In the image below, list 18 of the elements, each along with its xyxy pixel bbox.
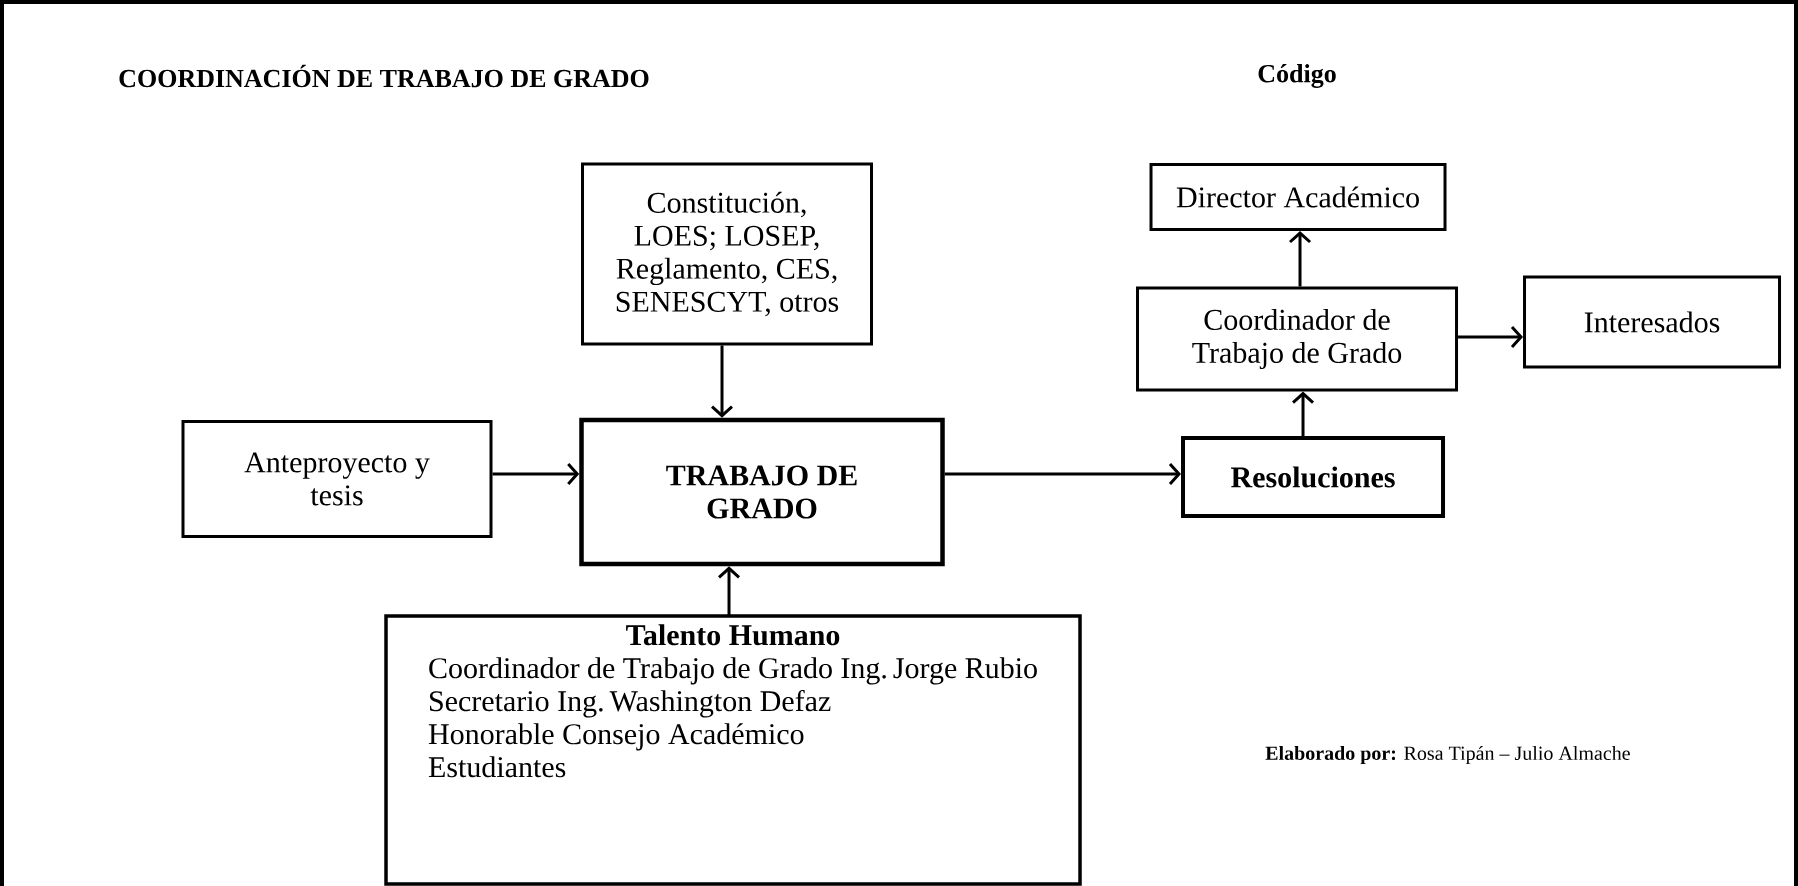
process-box: TRABAJO DE GRADO [579,417,945,567]
process-box: Constitución, LOES; LOSEP, Reglamento, CES, SENESCYT, otros [581,162,873,346]
arrow [492,463,580,485]
process-box: Director Académico [1149,163,1447,231]
code-label: Código [1258,64,1336,88]
arrow [1458,326,1523,348]
process-box: Anteproyecto y tesis [181,420,493,538]
process-box: Coordinador de Trabajo de Grado [1136,286,1458,392]
process-box: Resoluciones [1181,436,1445,518]
arrow [718,566,740,616]
arrow [944,463,1181,485]
arrow [1289,231,1312,287]
process-box: Interesados [1523,275,1781,369]
arrow [711,345,733,418]
arrow [1292,391,1315,436]
text-box: Talento Humano Coordinador de Trabajo de Grado Ing. Jorge Rubio Secretario Ing. Washington Defaz Honorable Consejo Académico Estudiantes [384,614,1082,886]
author-note: Elaborado por: Rosa Tipán – Julio Almache [1265,745,1630,765]
title: COORDINACIÓN DE TRABAJO DE GRADO [119,64,649,88]
